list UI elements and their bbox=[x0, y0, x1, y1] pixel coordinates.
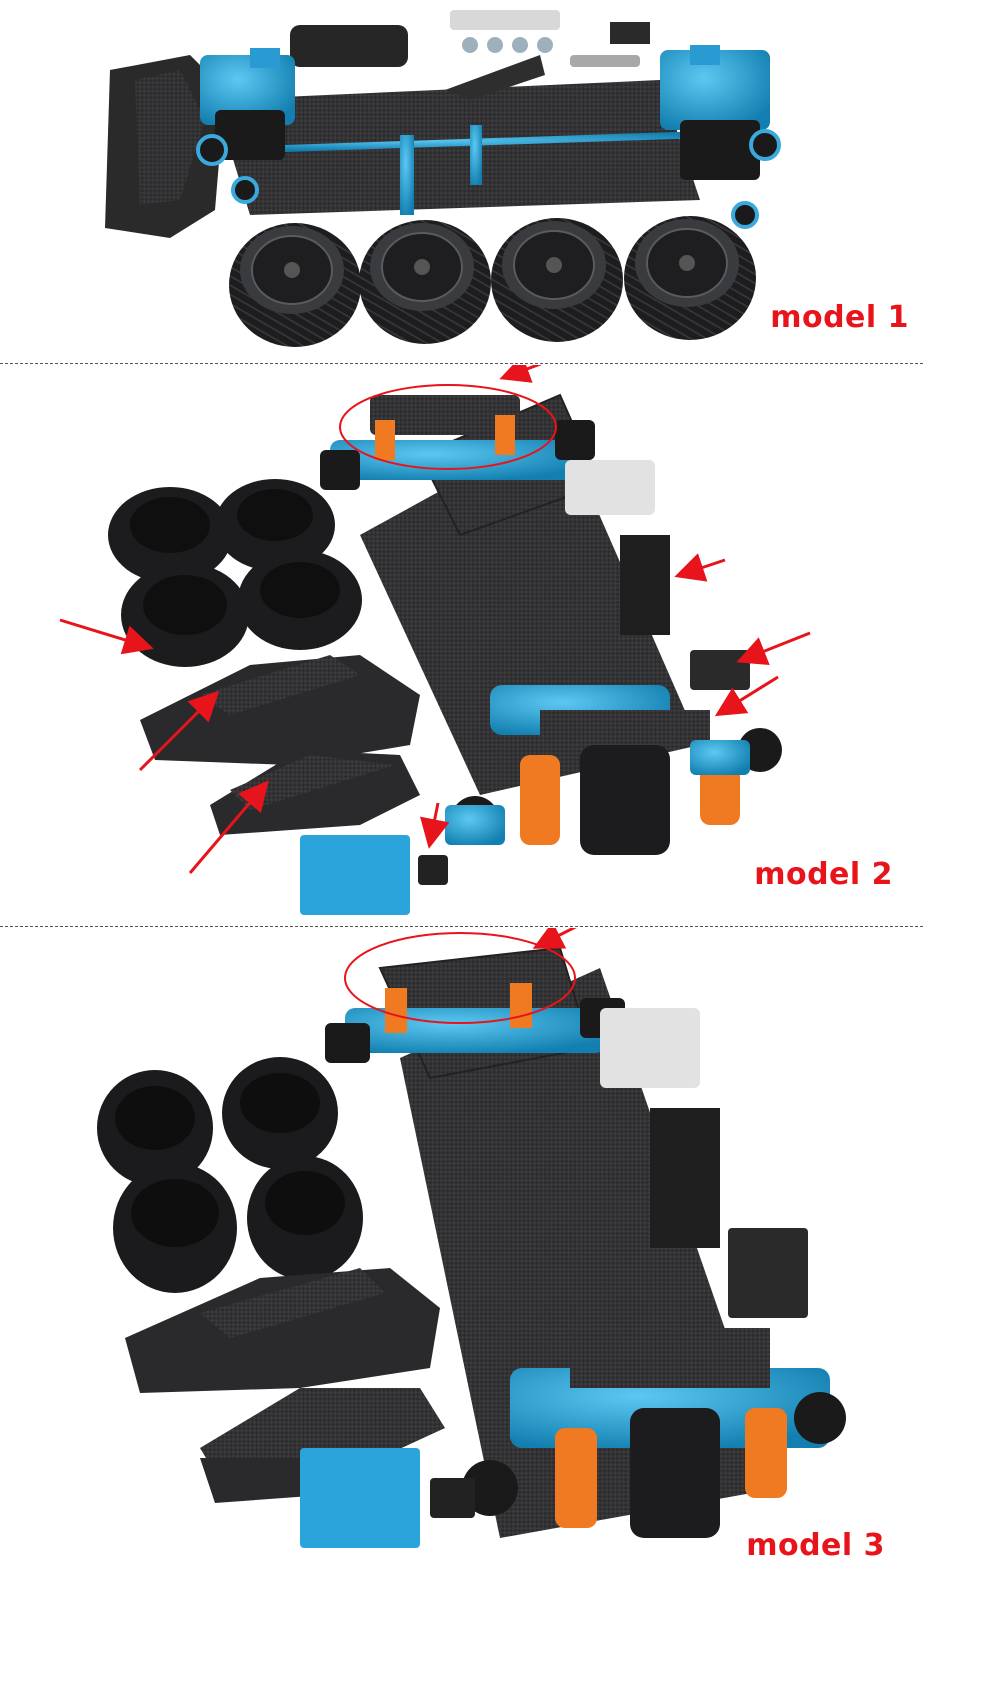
rear-suspension bbox=[462, 1328, 846, 1538]
hardware-kit bbox=[450, 10, 650, 67]
hardware-kit bbox=[300, 1008, 808, 1548]
front-suspension bbox=[196, 48, 295, 204]
model-1-label: model 1 bbox=[770, 300, 909, 335]
wheels bbox=[229, 216, 756, 347]
highlight-ellipse bbox=[339, 384, 557, 470]
model-1-photo bbox=[105, 10, 781, 347]
front-suspension bbox=[320, 395, 595, 490]
rear-suspension bbox=[660, 45, 781, 229]
model-2-label: model 2 bbox=[754, 857, 893, 892]
arrow-icon bbox=[532, 928, 577, 949]
model-3-label: model 3 bbox=[746, 1528, 885, 1563]
carbon-chassis bbox=[215, 80, 700, 215]
divider bbox=[0, 926, 923, 927]
drive-shaft bbox=[239, 131, 691, 154]
foam-wing bbox=[290, 25, 408, 67]
model-3-photo bbox=[97, 928, 846, 1548]
hardware-kit bbox=[300, 460, 750, 915]
model-2-panel: model 2 bbox=[0, 365, 923, 925]
divider bbox=[0, 363, 923, 364]
arrow-icon bbox=[59, 365, 811, 874]
model-3-panel: model 3 bbox=[0, 928, 923, 1568]
foam-bumpers bbox=[140, 655, 420, 835]
rear-suspension bbox=[445, 685, 782, 855]
wheels bbox=[97, 1057, 363, 1293]
model-2-photo bbox=[59, 365, 811, 915]
model-1-panel: model 1 bbox=[0, 0, 923, 362]
highlight-ellipse bbox=[344, 932, 576, 1024]
wheels bbox=[108, 479, 362, 667]
